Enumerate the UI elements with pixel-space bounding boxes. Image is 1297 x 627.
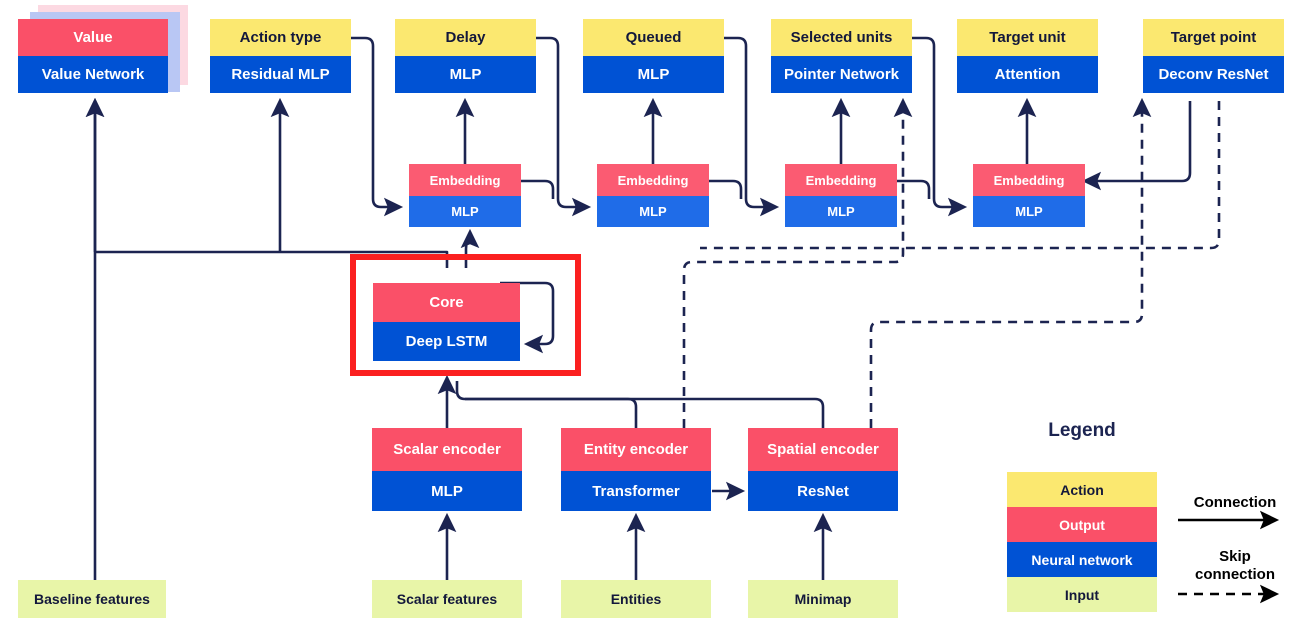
wire-spatial-encoder-to-core [465,397,825,428]
legend-skip-label-line1: Skip [1219,548,1251,565]
entity-encoder-bottom-label: Transformer [561,471,711,511]
head-delay-top-label: Delay [395,19,536,56]
spatial-encoder[interactable]: Spatial encoder ResNet [748,428,898,511]
head-action-type[interactable]: Action type Residual MLP [210,19,351,93]
head-delay-bottom-label: MLP [395,56,536,93]
wire-embed-delay-to-embed-queued [521,179,555,199]
wire-core-trunk-left [95,250,449,268]
legend-connection-label: Connection [1193,494,1277,511]
spatial-encoder-bottom-label: ResNet [748,471,898,511]
input-minimap[interactable]: Minimap [748,580,898,618]
wire-queued-to-embedding-selected [724,36,780,217]
entity-encoder[interactable]: Entity encoder Transformer [561,428,711,511]
embedding-target-unit-top-label: Embedding [973,164,1085,196]
wire-core-recurrence [500,281,555,354]
head-action-type-top-label: Action type [210,19,351,56]
wire-entity-encoder-to-core [455,381,638,428]
embedding-queued[interactable]: Embedding MLP [597,164,709,227]
entity-encoder-top-label: Entity encoder [561,428,711,471]
legend-title: Legend [1048,420,1116,441]
head-value-bottom-label: Value Network [18,56,168,93]
core-top-label: Core [373,283,520,322]
embedding-selected-units[interactable]: Embedding MLP [785,164,897,227]
head-selected-units-bottom-label: Pointer Network [771,56,912,93]
legend-skip-label-line2: connection [1194,566,1275,583]
head-target-unit-top-label: Target unit [957,19,1098,56]
legend-swatches: Action Output Neural network Input [1007,472,1157,612]
head-target-point-bottom-label: Deconv ResNet [1143,56,1284,93]
legend-swatch-input: Input [1007,577,1157,612]
head-target-point-top-label: Target point [1143,19,1284,56]
embedding-queued-top-label: Embedding [597,164,709,196]
core-bottom-label: Deep LSTM [373,322,520,361]
scalar-encoder[interactable]: Scalar encoder MLP [372,428,522,511]
input-scalar-features[interactable]: Scalar features [372,580,522,618]
wire-delay-to-embedding-queued [536,36,592,217]
skip-to-target-point [700,101,1221,250]
embedding-target-unit[interactable]: Embedding MLP [973,164,1085,227]
head-target-unit[interactable]: Target unit Attention [957,19,1098,93]
embedding-queued-bottom-label: MLP [597,196,709,227]
head-target-unit-bottom-label: Attention [957,56,1098,93]
embedding-delay[interactable]: Embedding MLP [409,164,521,227]
embedding-selected-units-top-label: Embedding [785,164,897,196]
scalar-encoder-bottom-label: MLP [372,471,522,511]
legend-arrows [1178,510,1280,604]
skip-entity-to-selected-units [682,97,913,428]
legend-swatch-neural-network: Neural network [1007,542,1157,577]
core-highlight-box [350,254,581,376]
head-value[interactable]: Value Value Network [18,19,168,93]
wire-action-type-to-embedding-delay [351,36,404,217]
legend-swatch-output: Output [1007,507,1157,542]
head-selected-units-top-label: Selected units [771,19,912,56]
input-baseline-features[interactable]: Baseline features [18,580,166,618]
head-value-top-label: Value [18,19,168,56]
wire-targetpoint-feed-to-embed-targetunit [1081,101,1192,191]
head-queued-top-label: Queued [583,19,724,56]
wire-selected-to-embedding-targetunit [912,36,968,217]
embedding-target-unit-bottom-label: MLP [973,196,1085,227]
head-delay[interactable]: Delay MLP [395,19,536,93]
scalar-encoder-top-label: Scalar encoder [372,428,522,471]
wire-embed-queued-to-embed-selected [709,179,743,199]
head-selected-units[interactable]: Selected units Pointer Network [771,19,912,93]
wire-core-to-embedding-delay [460,228,480,268]
embedding-selected-units-bottom-label: MLP [785,196,897,227]
embedding-delay-bottom-label: MLP [409,196,521,227]
spatial-encoder-top-label: Spatial encoder [748,428,898,471]
legend-swatch-action: Action [1007,472,1157,507]
head-queued[interactable]: Queued MLP [583,19,724,93]
embedding-delay-top-label: Embedding [409,164,521,196]
head-target-point[interactable]: Target point Deconv ResNet [1143,19,1284,93]
core[interactable]: Core Deep LSTM [373,283,520,361]
skip-spatial-to-target-unit [869,97,1152,428]
head-queued-bottom-label: MLP [583,56,724,93]
wire-embed-selected-to-embed-targetunit [897,179,931,199]
head-action-type-bottom-label: Residual MLP [210,56,351,93]
input-entities[interactable]: Entities [561,580,711,618]
